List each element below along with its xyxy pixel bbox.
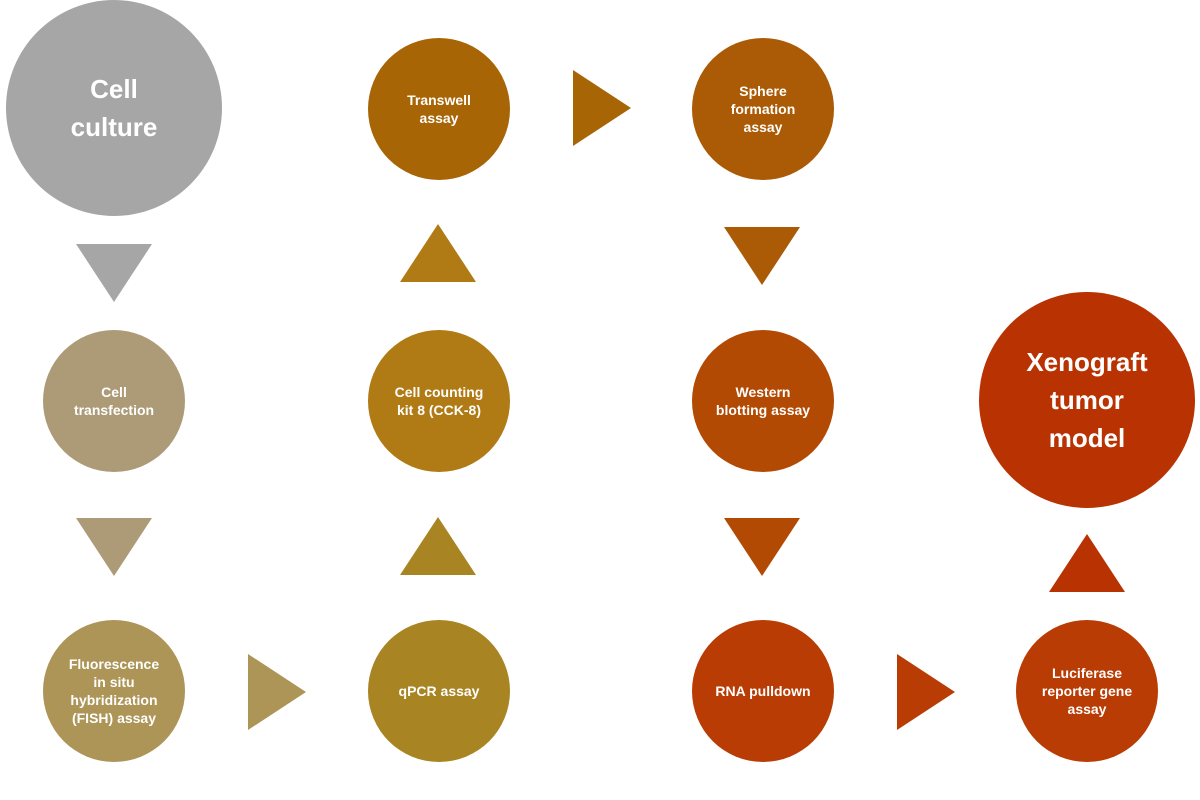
arrow-up-icon — [1049, 534, 1125, 592]
transwell-assay-node: Transwell assay — [368, 38, 510, 180]
cell-transfection-label: Cell transfection — [73, 384, 155, 418]
rna-pulldown-label: RNA pulldown — [715, 683, 811, 699]
cck8-node: Cell counting kit 8 (CCK-8) — [368, 330, 510, 472]
fish-assay-node: Fluorescence in situ hybridization (FISH… — [43, 620, 185, 762]
arrow-down-icon — [724, 518, 800, 576]
arrow-right-icon — [897, 654, 955, 730]
fish-assay-label: Fluorescence in situ hybridization (FISH… — [68, 656, 160, 726]
cell-transfection-node: Cell transfection — [43, 330, 185, 472]
rna-pulldown-node: RNA pulldown — [692, 620, 834, 762]
luciferase-assay-label: Luciferase reporter gene assay — [1041, 665, 1133, 717]
qpcr-assay-label: qPCR assay — [398, 683, 480, 699]
arrow-down-icon — [76, 244, 152, 302]
arrow-right-icon — [573, 70, 631, 146]
transwell-assay-label: Transwell assay — [407, 92, 471, 126]
sphere-formation-node: Sphere formation assay — [692, 38, 834, 180]
arrow-up-icon — [400, 517, 476, 575]
western-blotting-node: Western blotting assay — [692, 330, 834, 472]
arrow-down-icon — [724, 227, 800, 285]
western-blotting-label: Western blotting assay — [715, 384, 811, 418]
cell-culture-node: Cell culture — [6, 0, 222, 216]
arrow-right-icon — [248, 654, 306, 730]
cck8-label: Cell counting kit 8 (CCK-8) — [394, 384, 484, 418]
luciferase-assay-node: Luciferase reporter gene assay — [1016, 620, 1158, 762]
xenograft-model-node: Xenograft tumor model — [979, 292, 1195, 508]
qpcr-assay-node: qPCR assay — [368, 620, 510, 762]
cell-culture-label: Cell culture — [70, 74, 158, 142]
arrow-down-icon — [76, 518, 152, 576]
xenograft-model-label: Xenograft tumor model — [1026, 347, 1148, 453]
sphere-formation-label: Sphere formation assay — [730, 83, 796, 135]
arrow-up-icon — [400, 224, 476, 282]
